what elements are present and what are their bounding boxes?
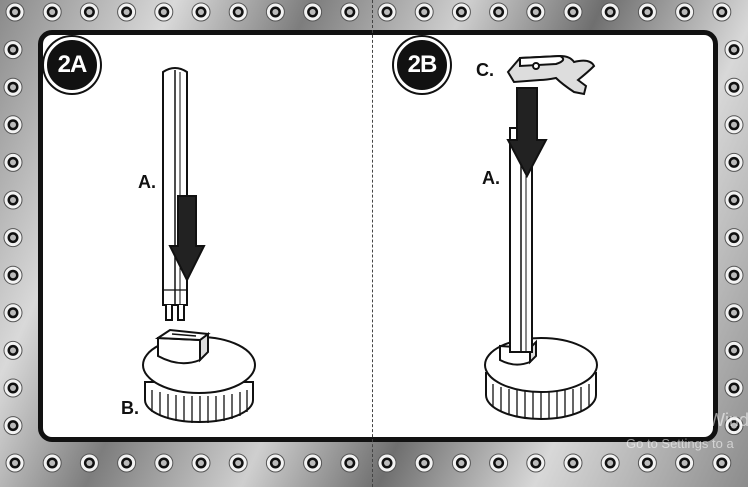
rivet	[117, 2, 137, 22]
rivet	[42, 2, 62, 22]
panel-divider	[372, 0, 373, 487]
rivet	[340, 2, 360, 22]
rivet	[600, 2, 620, 22]
arrow-down-icon	[506, 87, 548, 179]
rivet	[526, 453, 546, 473]
rivet	[675, 2, 695, 22]
rivet	[526, 2, 546, 22]
clip-part-c	[506, 54, 596, 96]
part-label-a: A.	[482, 168, 500, 188]
rivet	[79, 453, 99, 473]
rivet	[228, 453, 248, 473]
rivet	[724, 77, 744, 97]
rivet	[724, 115, 744, 135]
rivet	[3, 303, 23, 323]
rivet	[154, 453, 174, 473]
step-badge-2a: 2A	[44, 37, 100, 93]
step-badge-2b: 2B	[394, 37, 450, 93]
rivet	[3, 152, 23, 172]
rivet	[5, 2, 25, 22]
rivet	[3, 77, 23, 97]
rivet	[451, 2, 471, 22]
rivet	[377, 453, 397, 473]
rivet	[600, 453, 620, 473]
rivet	[451, 453, 471, 473]
rivet	[42, 453, 62, 473]
part-label-c: C.	[476, 60, 494, 80]
rivet	[79, 2, 99, 22]
rivet	[154, 2, 174, 22]
rivet	[724, 265, 744, 285]
arrow-down-icon	[168, 195, 206, 283]
rivet	[3, 190, 23, 210]
part-label-b: B.	[121, 398, 139, 418]
rivet	[303, 2, 323, 22]
rivet	[265, 2, 285, 22]
rivet	[675, 453, 695, 473]
rivet	[724, 40, 744, 60]
rivet	[724, 303, 744, 323]
rivet	[340, 453, 360, 473]
base-2a	[142, 328, 256, 423]
rivet	[712, 453, 732, 473]
rivet	[724, 340, 744, 360]
rivet	[5, 453, 25, 473]
rivet	[3, 40, 23, 60]
rivet	[414, 453, 434, 473]
rivet	[414, 2, 434, 22]
base-2b	[484, 337, 598, 420]
rivet	[724, 152, 744, 172]
rivet	[3, 340, 23, 360]
watermark-subtitle: Go to Settings to a	[626, 436, 734, 451]
rivet	[117, 453, 137, 473]
rivet	[377, 2, 397, 22]
rivet	[489, 2, 509, 22]
rivet	[3, 265, 23, 285]
pole-2a	[162, 67, 188, 321]
rivet	[489, 453, 509, 473]
rivet	[3, 115, 23, 135]
rivet	[712, 2, 732, 22]
rivet	[563, 453, 583, 473]
part-label-a: A.	[138, 172, 156, 192]
rivet	[637, 2, 657, 22]
rivet	[191, 453, 211, 473]
rivet	[563, 2, 583, 22]
rivet	[724, 228, 744, 248]
rivet	[265, 453, 285, 473]
rivet	[191, 2, 211, 22]
watermark-title: Wind	[708, 410, 748, 430]
rivet	[724, 416, 744, 436]
rivet	[3, 378, 23, 398]
rivet	[724, 378, 744, 398]
rivet	[3, 416, 23, 436]
rivet	[228, 2, 248, 22]
rivet	[637, 453, 657, 473]
rivet	[3, 228, 23, 248]
rivet	[724, 190, 744, 210]
rivet	[303, 453, 323, 473]
